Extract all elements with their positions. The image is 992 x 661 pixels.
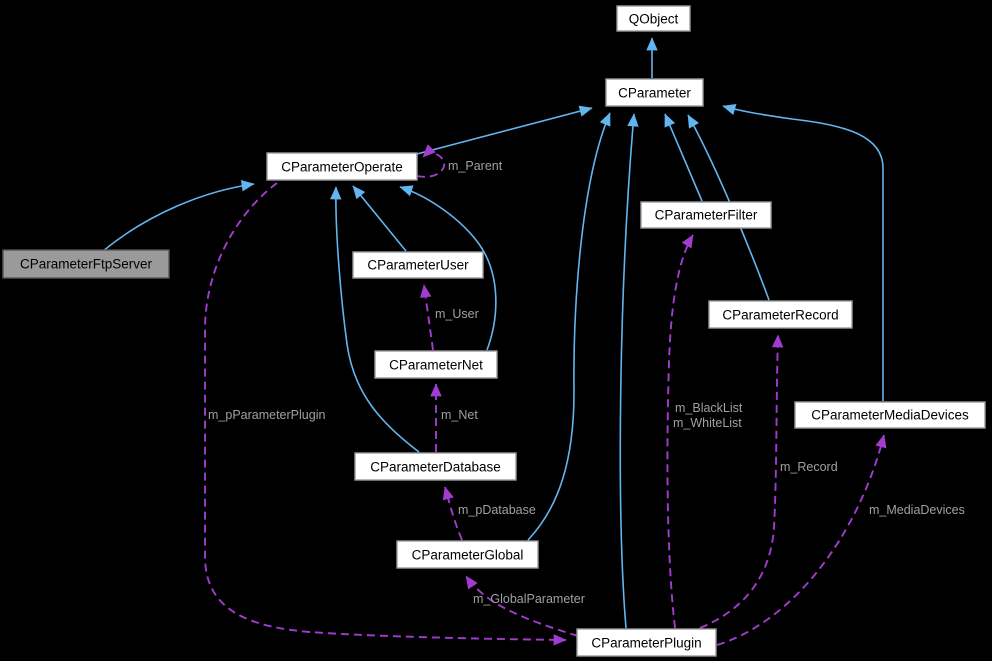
svg-text:CParameterGlobal: CParameterGlobal <box>412 548 524 563</box>
svg-text:CParameterOperate: CParameterOperate <box>281 160 403 175</box>
edge-m-parent-selfloop <box>416 144 446 178</box>
edge-label-m-net: m_Net <box>441 408 478 422</box>
edge-ftpserver-to-operate <box>102 180 255 252</box>
node-cparameterrecord[interactable]: CParameterRecord <box>708 300 853 329</box>
inheritance-edges <box>102 37 884 629</box>
edge-label-m-whitelist: m_WhiteList <box>673 416 742 430</box>
node-cparameterdatabase[interactable]: CParameterDatabase <box>354 452 517 481</box>
edge-label-m-parent: m_Parent <box>448 159 503 173</box>
node-cparameterftpserver[interactable]: CParameterFtpServer <box>2 249 170 279</box>
edge-net-to-operate <box>399 185 497 351</box>
node-cparameterglobal[interactable]: CParameterGlobal <box>396 540 539 569</box>
edge-labels: m_Parent m_User m_Net m_pParameterPlugin… <box>208 159 965 606</box>
svg-text:CParameterMediaDevices: CParameterMediaDevices <box>811 408 969 423</box>
svg-text:CParameterFilter: CParameterFilter <box>655 208 758 223</box>
edge-m-user <box>420 284 434 351</box>
edge-m-pparameterplugin <box>204 182 567 646</box>
node-cparameternet[interactable]: CParameterNet <box>374 350 498 379</box>
node-cparameteruser[interactable]: CParameterUser <box>352 251 484 279</box>
edge-label-m-user: m_User <box>435 307 479 321</box>
svg-text:CParameterUser: CParameterUser <box>367 258 469 273</box>
node-cparameterplugin[interactable]: CParameterPlugin <box>576 628 717 657</box>
edge-database-to-operate <box>330 186 420 453</box>
edge-label-m-pdatabase: m_pDatabase <box>458 503 536 517</box>
edge-m-record <box>699 334 784 629</box>
svg-text:CParameterPlugin: CParameterPlugin <box>591 636 701 651</box>
edge-label-m-blacklist: m_BlackList <box>675 401 743 415</box>
usage-edges <box>204 144 887 646</box>
svg-text:CParameterFtpServer: CParameterFtpServer <box>20 257 153 272</box>
node-cparametermediadevices[interactable]: CParameterMediaDevices <box>794 401 986 429</box>
edge-operate-to-cparameter <box>416 105 593 155</box>
edge-global-to-cparameter <box>527 112 611 541</box>
edge-label-m-pparameterplugin: m_pParameterPlugin <box>208 408 325 422</box>
edge-m-mediadevices <box>716 434 887 646</box>
edge-label-m-record: m_Record <box>780 460 838 474</box>
svg-text:CParameter: CParameter <box>618 86 691 101</box>
node-cparameterfilter[interactable]: CParameterFilter <box>640 201 772 229</box>
edge-m-blacklist-whitelist <box>666 234 694 629</box>
node-cparameter[interactable]: CParameter <box>605 78 704 107</box>
svg-text:QObject: QObject <box>629 12 679 27</box>
edge-mediadevices-to-cparameter <box>722 103 884 401</box>
node-cparameteroperate[interactable]: CParameterOperate <box>266 152 418 181</box>
edge-m-globalparameter <box>465 575 579 637</box>
svg-text:CParameterRecord: CParameterRecord <box>722 308 838 323</box>
node-qobject[interactable]: QObject <box>616 5 691 32</box>
nodes: QObject CParameter CParameterOperate CPa… <box>2 5 986 657</box>
svg-text:CParameterNet: CParameterNet <box>389 358 483 373</box>
edge-plugin-to-cparameter <box>619 113 639 629</box>
edge-m-pdatabase <box>442 486 463 541</box>
edge-filter-to-cparameter <box>664 113 703 202</box>
edge-label-m-globalparameter: m_GlobalParameter <box>473 592 585 606</box>
edge-label-m-mediadevices: m_MediaDevices <box>869 503 965 517</box>
svg-text:CParameterDatabase: CParameterDatabase <box>370 460 501 475</box>
edge-user-to-operate <box>352 185 407 252</box>
